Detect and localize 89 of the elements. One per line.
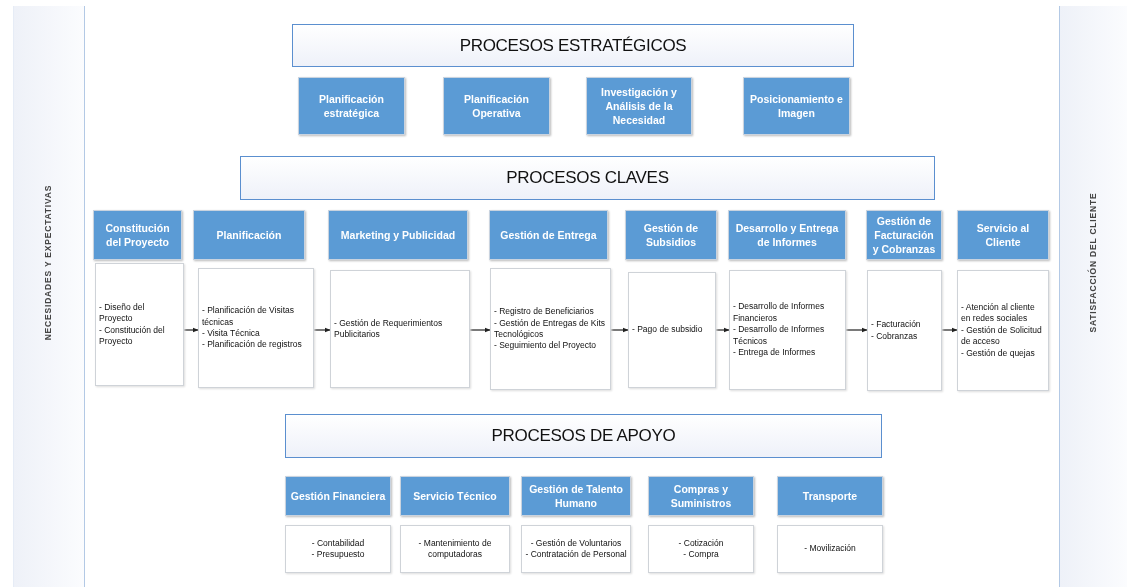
task-item: - Gestión de Requerimientos Publicitarios [334,317,444,341]
arrow [941,327,958,333]
process-box [193,210,305,260]
process-box [443,77,550,135]
process-box [521,476,631,516]
section-header-bar [240,156,935,200]
process-label: Planificación Operativa [463,91,530,121]
process-label: Posicionamiento e Imagen [749,91,844,121]
section-header-bar [285,414,882,458]
arrow [183,327,199,333]
section-title: PROCESOS ESTRATÉGICOS [459,35,687,56]
process-box [285,476,391,516]
task-item: - Contabilidad [311,537,365,549]
task-item: - Diseño del Proyecto [99,301,146,325]
task-item: - Registro de Beneficiarios [494,306,594,318]
process-label: Servicio al Cliente [975,220,1031,250]
arrow [469,327,491,333]
task-list-box [490,268,611,390]
task-list-box [867,270,942,391]
task-list-box [285,525,391,573]
process-label: Gestión de Facturación y Cobranzas [871,213,937,257]
process-box [648,476,754,516]
process-box [625,210,717,260]
task-item: - Atención al cliente en redes sociales [961,301,1036,325]
process-box [728,210,846,260]
process-label: Gestión de Subsidios [642,220,700,250]
process-box [489,210,608,260]
task-item: - Presupuesto [311,549,365,561]
task-item: - Gestión de Entregas de Kits Tecnológicos [494,317,607,341]
process-label: Planificación [216,227,282,243]
task-item: - Seguimiento del Proyecto [494,340,597,352]
band-label: NECESIDADES Y EXPECTATIVAS [43,183,55,342]
task-item: - Gestión de Solicitud de acceso [961,324,1043,348]
task-item: - Contratación de Personal [525,549,627,561]
process-label: Constitución del Proyecto [104,220,171,250]
task-list-box [400,525,510,573]
process-box [298,77,405,135]
process-label: Gestión de Entrega [500,227,597,243]
band-label: SATISFACCIÓN DEL CLIENTE [1088,191,1099,334]
task-item: - Cobranzas [871,330,918,342]
arrow [313,327,331,333]
task-item: - Planificación de registros [202,339,302,351]
task-item: - Pago de subsidio [632,324,703,336]
process-box [400,476,510,516]
task-list-box [729,270,846,390]
task-item: - Entrega de Informes [733,347,816,359]
process-label: Gestión Financiera [290,488,386,504]
task-item: - Planificación de Visitas técnicas [202,305,295,328]
task-list-box [521,525,631,573]
process-box [777,476,883,516]
process-box [328,210,468,260]
process-label: Gestión de Talento Humano [528,481,624,511]
process-label: Servicio Técnico [413,488,497,504]
section-title: PROCESOS DE APOYO [491,426,676,446]
task-list-box [648,525,754,573]
task-list-box [957,270,1049,391]
task-item: - Facturación [871,319,921,331]
process-label: Investigación y Análisis de la Necesidad [600,84,678,128]
task-item: - Gestión de Voluntarios [530,537,622,549]
task-item: - Constitución del Proyecto [99,324,166,348]
section-header-bar [292,24,854,67]
process-label: Transporte [802,488,858,504]
task-list-box [95,263,184,386]
task-list-box [777,525,883,573]
task-list-box [198,268,314,388]
process-label: Desarrollo y Entrega de Informes [734,220,840,250]
arrow [845,327,868,333]
process-label: Planificación estratégica [318,91,385,121]
process-box [93,210,182,260]
task-item: - Gestión de quejas [961,347,1035,360]
side-band [1060,6,1127,587]
task-item: - Mantenimiento de computadoras [417,537,493,561]
process-box [586,77,692,135]
section-title: PROCESOS CLAVES [506,168,669,188]
process-label: Compras y Suministros [669,481,733,511]
task-list-box [628,272,716,388]
process-box [957,210,1049,260]
task-item: - Visita Técnica [202,328,260,340]
process-box [743,77,850,135]
task-list-box [330,270,470,388]
side-band [14,6,84,587]
arrow [610,327,629,333]
arrow [715,327,730,333]
task-item: - Compra [683,549,719,561]
task-item: - Cotización [678,537,724,549]
task-item: - Desarrollo de Informes Financieros [733,301,826,325]
task-item: - Desarrollo de Informes Técnicos [733,324,826,348]
task-item: - Movilización [804,543,856,555]
process-label: Marketing y Publicidad [340,227,456,243]
